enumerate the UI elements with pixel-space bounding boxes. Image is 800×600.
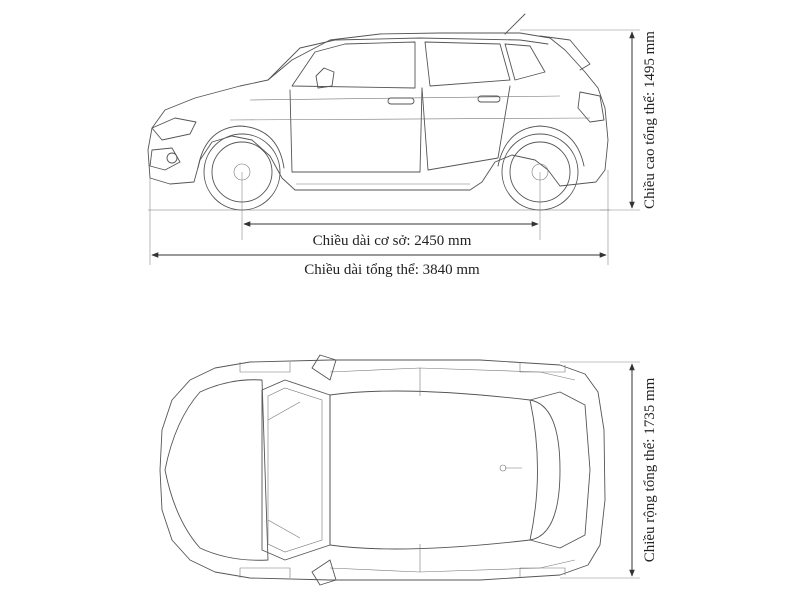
width-dimension: Chiều rộng tổng thể: 1735 mm: [560, 361, 658, 579]
height-dimension: Chiều cao tổng thể: 1495 mm: [520, 29, 658, 211]
overall-length-label: Chiều dài tổng thể: 3840 mm: [304, 262, 480, 278]
overall-height-label: Chiều cao tổng thể: 1495 mm: [642, 31, 658, 209]
wheelbase-label: Chiều dài cơ sở: 2450 mm: [313, 233, 472, 249]
car-side-view: [147, 13, 610, 211]
wheelbase-dimension: Chiều dài cơ sở: 2450 mm: [241, 172, 541, 249]
overall-width-label: Chiều rộng tổng thể: 1735 mm: [642, 377, 658, 562]
overall-length-dimension: Chiều dài tổng thể: 3840 mm: [149, 170, 609, 278]
car-top-view: [159, 354, 606, 586]
